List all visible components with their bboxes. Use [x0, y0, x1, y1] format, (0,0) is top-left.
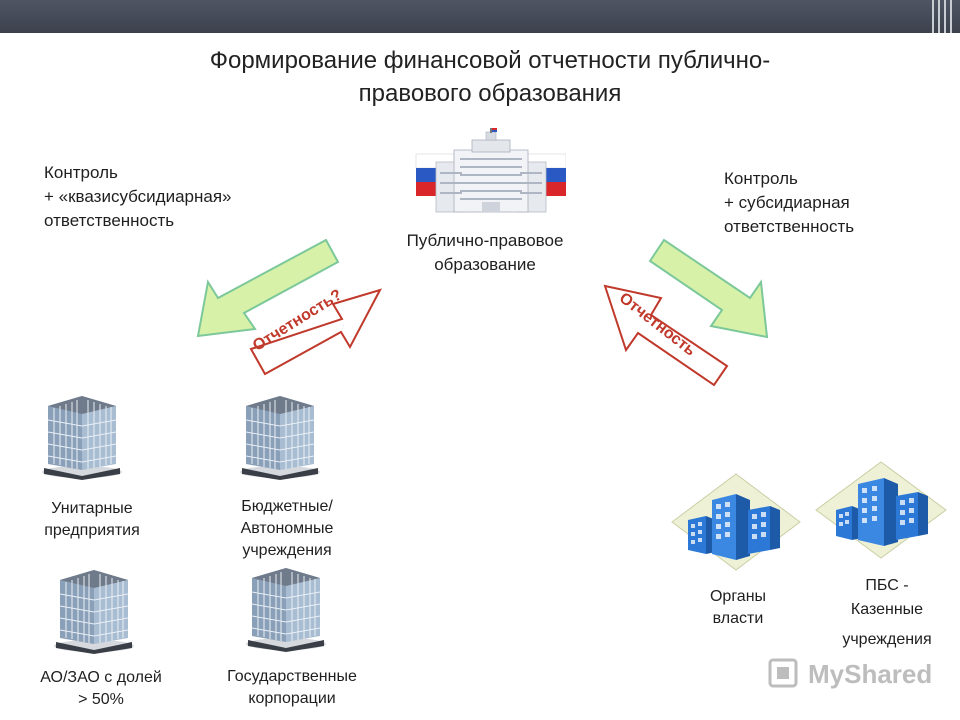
city-buildings-icon [815, 461, 947, 559]
unitary-line-1: Унитарные [51, 500, 133, 517]
left-control-line-1: Контроль [44, 163, 118, 182]
center-entity-label: Публично-правовое образование [370, 229, 600, 277]
right-reporting-arrow [603, 284, 729, 387]
unitary-label: Унитарные предприятия [22, 498, 162, 542]
right-control-line-2: + субсидиарная [724, 193, 850, 212]
pbs-line-2: Казенные [850, 601, 924, 618]
page-title: Формирование финансовой отчетности публи… [120, 44, 860, 110]
budget-line-2: Автономные [240, 520, 334, 537]
left-control-line-2: + «квазисубсидиарная» [44, 187, 232, 206]
watermark-text: MyShared [808, 658, 933, 689]
office-tower-icon [42, 396, 122, 480]
unitary-line-2: предприятия [44, 522, 140, 539]
office-tower-icon [54, 570, 134, 654]
authorities-label: Органы власти [678, 586, 798, 630]
jsc-label: АО/ЗАО с долей > 50% [16, 667, 186, 711]
city-buildings-icon [671, 473, 801, 571]
left-control-line-3: ответственность [44, 211, 175, 230]
budget-label: Бюджетные/ Автономные учреждения [212, 496, 362, 562]
state-corp-label: Государственные корпорации [206, 666, 378, 710]
title-line-1: Формирование финансовой отчетности публи… [209, 47, 771, 74]
pbs-label: ПБС - Казенные учреждения [822, 574, 952, 652]
budget-line-1: Бюджетные/ [241, 498, 333, 515]
right-control-arrow [648, 238, 769, 339]
left-control-text: Контроль + «квазисубсидиарная» ответстве… [44, 161, 232, 233]
watermark: MyShared [768, 656, 932, 692]
office-tower-icon [246, 568, 326, 652]
title-line-2: правового образования [358, 80, 622, 107]
center-entity-line-1: Публично-правовое [406, 231, 564, 250]
office-tower-icon [240, 396, 320, 480]
top-bar [0, 0, 960, 33]
right-control-line-1: Контроль [724, 169, 798, 188]
center-entity-line-2: образование [434, 255, 536, 274]
right-control-text: Контроль + субсидиарная ответственность [724, 167, 854, 239]
budget-line-3: учреждения [242, 542, 332, 559]
left-control-arrow [196, 238, 340, 338]
jsc-line-2: > 50% [78, 691, 124, 708]
pbs-line-1: ПБС - [865, 577, 909, 594]
jsc-line-1: АО/ЗАО с долей [40, 669, 162, 686]
topbar-stripes [932, 0, 954, 33]
state-corp-line-2: корпорации [248, 690, 336, 707]
left-reporting-arrow [249, 288, 382, 376]
government-building-icon [415, 128, 566, 213]
authorities-line-2: власти [712, 610, 764, 627]
right-control-line-3: ответственность [724, 217, 855, 236]
authorities-line-1: Органы [709, 588, 767, 605]
pbs-line-3: учреждения [842, 631, 932, 648]
state-corp-line-1: Государственные [227, 668, 357, 685]
watermark-logo-icon [768, 658, 798, 688]
